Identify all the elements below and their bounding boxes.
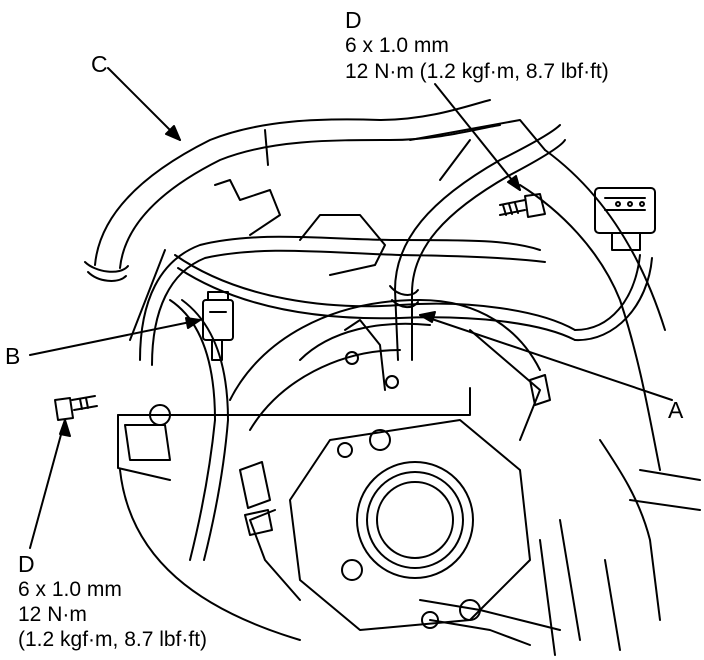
label-d-top-size: 6 x 1.0 mm (345, 34, 449, 57)
connector-b (202, 291, 234, 361)
label-d-bottom-torque-alt: (1.2 kgf·m, 8.7 lbf·ft) (18, 628, 208, 651)
label-b: B (5, 343, 21, 369)
engine-block (117, 119, 701, 656)
throttle-body (249, 419, 561, 646)
label-d-top-torque: 12 N·m (1.2 kgf·m, 8.7 lbf·ft) (345, 60, 609, 83)
hose-c (84, 99, 501, 282)
wiring-harness (129, 235, 653, 561)
label-c: C (91, 51, 108, 77)
leader-lines (29, 67, 673, 549)
label-d-top-letter: D (345, 7, 362, 33)
label-a: A (668, 397, 684, 423)
bolt-d-top (499, 193, 546, 218)
top-connector (594, 187, 656, 251)
label-d-bottom-torque: 12 N·m (18, 603, 87, 626)
hose-a (389, 124, 566, 361)
bracket (214, 179, 399, 391)
label-d-bottom-size: 6 x 1.0 mm (18, 578, 122, 601)
bolt-d-bottom (54, 395, 98, 421)
label-d-bottom-letter: D (18, 551, 35, 577)
left-fittings (124, 374, 551, 536)
